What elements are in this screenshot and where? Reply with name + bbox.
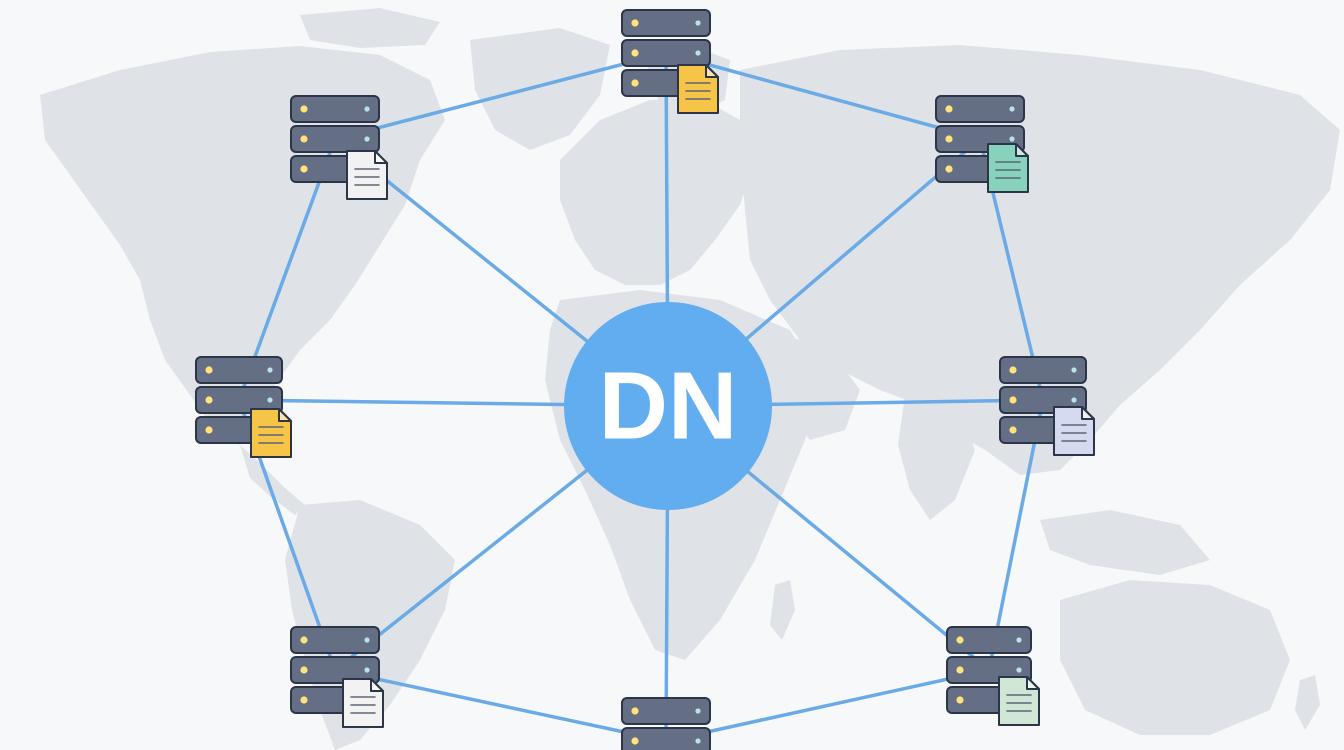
activity-led [1009,136,1015,142]
server-unit [935,95,1025,123]
ring-link-right [987,398,1045,672]
activity-led [695,20,701,26]
document-icon [346,150,388,200]
ring-link-top [664,51,982,141]
document-icon [250,408,292,458]
document-icon [1053,406,1095,456]
status-led [300,165,308,173]
continent-southeast-asia [1040,510,1210,575]
server-node-bottom[interactable] [621,697,711,750]
ring-link-lower-right [664,668,991,743]
server-unit [621,39,711,67]
status-led [205,366,213,374]
server-node-top[interactable] [621,9,719,114]
status-led [631,19,639,27]
activity-led [364,136,370,142]
activity-led [695,738,701,744]
continent-new-zealand [1295,675,1320,730]
continent-india [898,395,975,520]
activity-led [364,667,370,673]
continent-asia [740,45,1340,475]
status-led [631,49,639,57]
server-unit [946,626,1032,654]
document-icon [677,64,719,114]
document-icon [998,676,1040,726]
status-led [956,696,964,704]
server-nodes [195,9,1095,750]
server-unit [195,386,283,414]
hub-label: DN [599,353,738,460]
hub-node[interactable]: DN [564,302,772,510]
server-unit [290,656,380,684]
status-led [631,707,639,715]
server-node-upper-right[interactable] [935,95,1029,193]
server-rack-icon [621,697,711,750]
activity-led [695,708,701,714]
continent-australia [1060,580,1290,735]
continent-arctic-islands [300,8,440,48]
document-fold [1015,143,1029,157]
status-led [945,165,953,173]
status-led [631,737,639,745]
continent-greenland [470,28,610,150]
activity-led [364,637,370,643]
document-fold [705,64,719,78]
continent-central-america [240,445,305,515]
status-led [300,105,308,113]
status-led [1009,426,1017,434]
status-led [300,696,308,704]
document-fold [1026,676,1040,690]
document-icon [987,143,1029,193]
document-fold [278,408,292,422]
status-led [956,636,964,644]
server-node-upper-left[interactable] [290,95,388,200]
status-led [1009,366,1017,374]
server-unit [195,356,283,384]
activity-led [1071,367,1077,373]
activity-led [1016,637,1022,643]
status-led [205,396,213,404]
status-led [205,426,213,434]
server-unit [621,727,711,750]
ring-link-bottom [333,668,668,743]
status-led [631,79,639,87]
server-unit [999,356,1087,384]
status-led [300,636,308,644]
activity-led [267,397,273,403]
activity-led [1009,106,1015,112]
server-unit [290,626,380,654]
activity-led [364,106,370,112]
status-led [956,666,964,674]
document-icon [342,678,384,728]
server-node-lower-left[interactable] [290,626,384,728]
hub-circle [564,302,772,510]
status-led [945,135,953,143]
status-led [945,105,953,113]
continent-madagascar [770,580,795,640]
server-unit [621,9,711,37]
server-node-lower-right[interactable] [946,626,1040,726]
server-unit [290,125,380,153]
continent-europe [560,98,755,285]
document-fold [1081,406,1095,420]
activity-led [1016,667,1022,673]
ring-link-upper-left [333,51,668,141]
activity-led [695,50,701,56]
status-led [300,135,308,143]
continent-japan [1142,240,1190,345]
server-unit [621,697,711,725]
status-led [300,666,308,674]
server-node-right[interactable] [999,356,1095,456]
status-led [1009,396,1017,404]
document-fold [370,678,384,692]
server-node-left[interactable] [195,356,292,458]
document-fold [374,150,388,164]
activity-led [267,367,273,373]
activity-led [1071,397,1077,403]
continent-north-america [40,46,445,445]
server-unit [290,95,380,123]
